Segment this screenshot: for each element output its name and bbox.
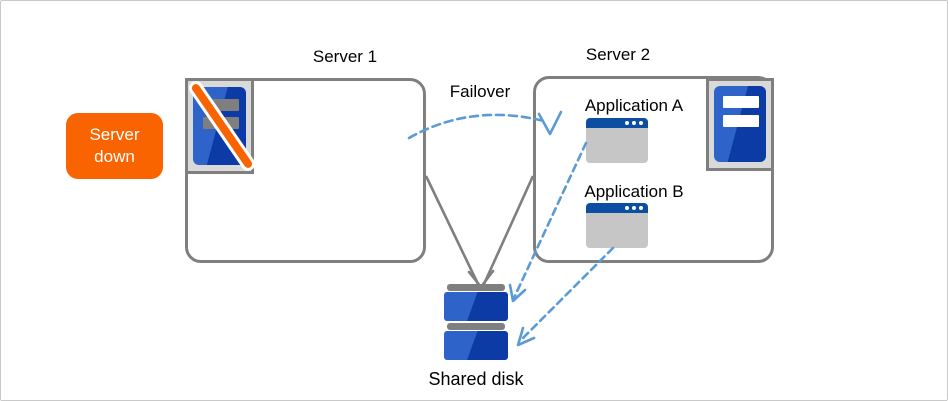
server-slot-bar — [723, 96, 759, 108]
server-crossed-out-icon — [186, 78, 258, 174]
failover-label: Failover — [449, 82, 511, 101]
server2-icon-box — [706, 78, 774, 171]
disk-stack-icon — [444, 284, 508, 360]
failover-arrow — [407, 113, 546, 140]
window-titlebar — [586, 118, 648, 128]
shared-disk-label: Shared disk — [428, 369, 524, 389]
server-slot-bar — [723, 115, 759, 127]
window-dots-icon — [625, 206, 643, 210]
application-b-arrowhead-icon — [516, 326, 536, 347]
server1-icon-box — [185, 78, 258, 174]
server2-disk-line — [482, 175, 535, 285]
app-window-icon-a — [586, 118, 648, 163]
server-icon — [709, 81, 771, 168]
application-b-label: Application B — [584, 182, 684, 201]
server2-title: Server 2 — [585, 45, 651, 64]
server-down-badge-label: Server down — [89, 124, 140, 166]
window-dots-icon — [625, 121, 643, 125]
application-a-label: Application A — [584, 96, 684, 115]
window-body — [586, 213, 648, 248]
server1-title: Server 1 — [312, 47, 378, 66]
disk-cap — [447, 323, 505, 330]
application-a-arrowhead-icon — [508, 283, 527, 303]
disk-body — [444, 331, 508, 360]
window-body — [586, 128, 648, 163]
server-down-badge: Server down — [66, 113, 163, 179]
window-titlebar — [586, 203, 648, 213]
server1-disk-line — [424, 175, 480, 285]
disk-cap — [447, 284, 505, 291]
app-window-icon-b — [586, 203, 648, 248]
disk-body — [444, 292, 508, 321]
